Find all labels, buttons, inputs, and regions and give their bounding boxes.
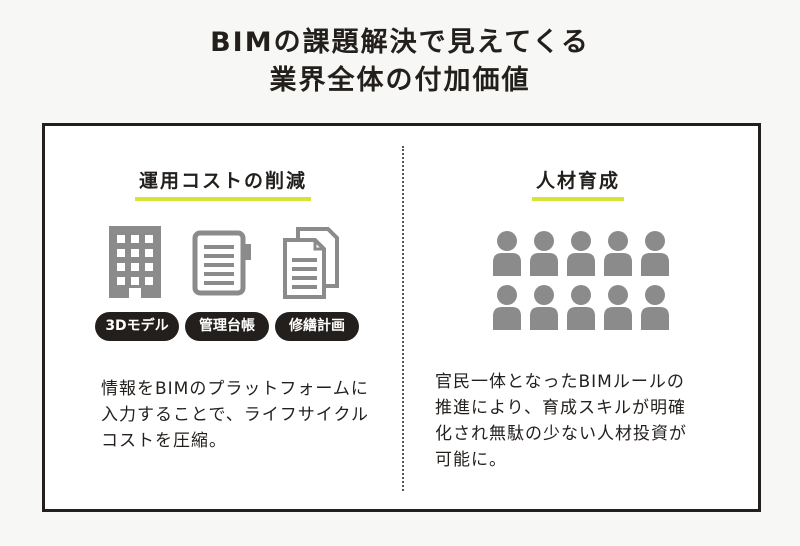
documents-icon: [282, 226, 340, 304]
title-line-1: BIMの課題解決で見えてくる: [210, 27, 590, 58]
person-icon: [529, 230, 559, 276]
person-icon: [566, 284, 596, 330]
person-icon: [640, 284, 670, 330]
person-icon: [529, 284, 559, 330]
person-icon: [566, 230, 596, 276]
left-body-text: 情報をBIMのプラットフォームに 入力することで、ライフサイクル コストを圧縮。: [101, 376, 369, 454]
person-icon: [640, 230, 670, 276]
right-text-line-3: 化され無駄の少ない人材投資が: [435, 424, 687, 444]
left-text-line-3: コストを圧縮。: [101, 431, 227, 451]
page-title: BIMの課題解決で見えてくる 業界全体の付加価値: [0, 24, 800, 100]
right-text-line-2: 推進により、育成スキルが明確: [435, 398, 686, 418]
content-card: 運用コストの削減: [42, 123, 761, 512]
column-divider: [402, 146, 404, 491]
left-heading-underline: [135, 197, 312, 201]
left-text-line-2: 入力することで、ライフサイクル: [101, 405, 369, 425]
document-icon: [192, 230, 254, 302]
right-heading: 人材育成: [532, 166, 625, 201]
badge-3d-model: 3Dモデル: [95, 312, 179, 341]
right-body-text: 官民一体となったBIMルールの 推進により、育成スキルが明確 化され無駄の少ない…: [435, 369, 687, 473]
person-icon: [492, 284, 522, 330]
left-text-line-1: 情報をBIMのプラットフォームに: [101, 379, 369, 399]
right-text-line-4: 可能に。: [435, 450, 507, 470]
right-heading-label: 人材育成: [536, 170, 621, 192]
badge-repair-plan: 修繕計画: [275, 312, 359, 341]
right-heading-underline: [532, 197, 625, 201]
right-text-line-1: 官民一体となったBIMルールの: [435, 372, 685, 392]
person-icon: [603, 230, 633, 276]
left-heading: 運用コストの削減: [135, 166, 312, 201]
title-line-2: 業界全体の付加価値: [269, 65, 531, 96]
badge-management-ledger: 管理台帳: [185, 312, 269, 341]
person-icon: [603, 284, 633, 330]
person-icon: [492, 230, 522, 276]
people-grid-icon: [492, 230, 670, 330]
left-heading-label: 運用コストの削減: [139, 170, 308, 192]
building-icon: [107, 226, 163, 302]
